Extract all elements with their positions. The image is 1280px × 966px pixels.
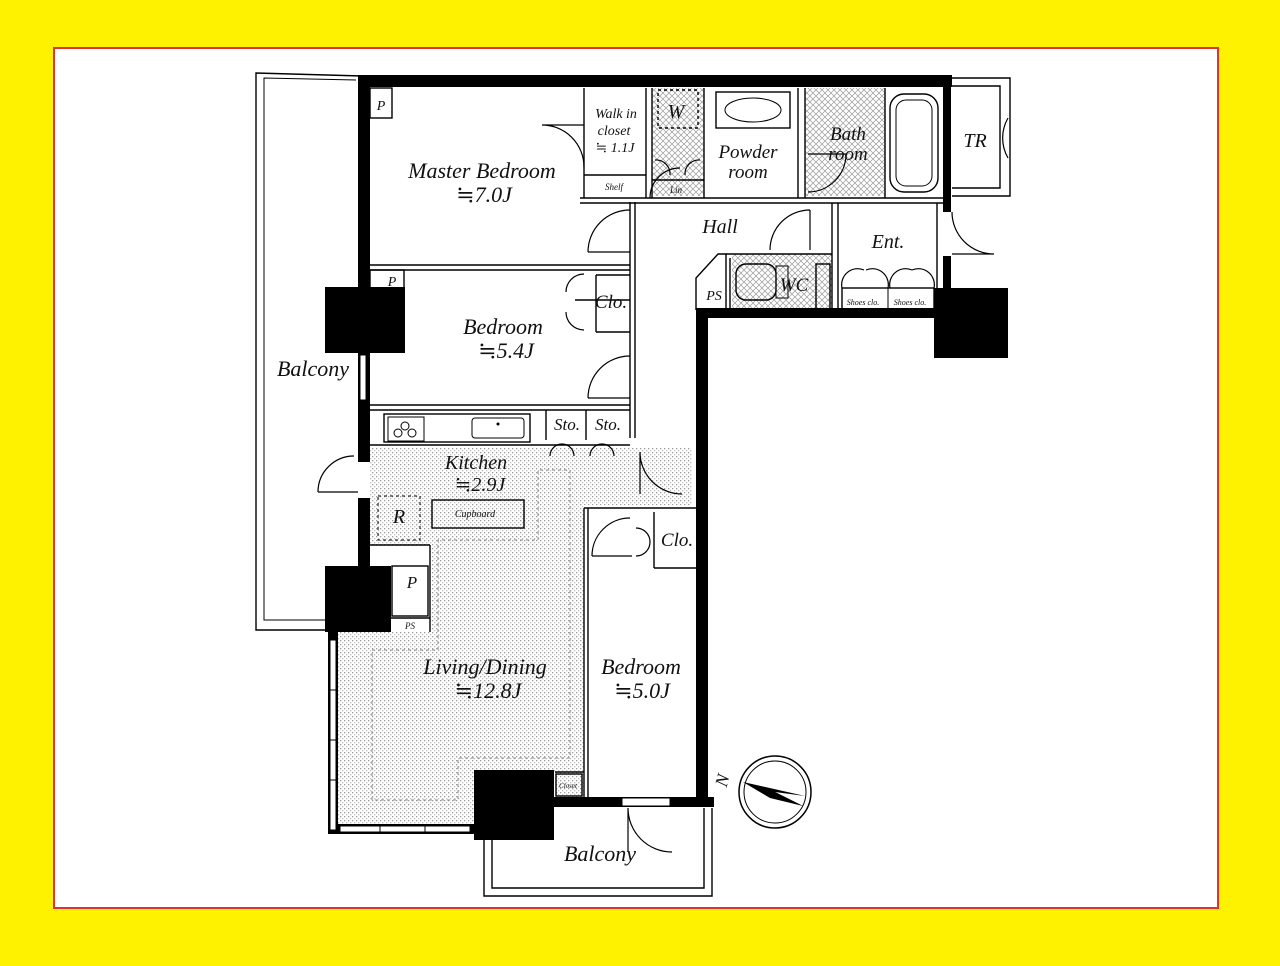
living-dining-label: Living/Dining (422, 654, 546, 679)
closet-living-label: Closet (559, 782, 578, 790)
pipe-master-label: P (376, 99, 386, 114)
wet-area-tiles (652, 88, 885, 314)
shoes-closet-2-label: Shoes clo. (894, 298, 926, 307)
bedroom-2-size: ≒5.0J (614, 678, 671, 703)
pipe-bedroom-label: P (387, 275, 397, 290)
storage-2-label: Sto. (595, 415, 621, 434)
pipe-boxes (369, 87, 583, 797)
shelf-label: Shelf (605, 182, 624, 192)
closet-bedroom-1-label: Clo. (595, 292, 627, 313)
balcony-south-label: Balcony (564, 841, 636, 866)
master-bedroom-size: ≒7.0J (456, 182, 513, 207)
living-windows (329, 354, 471, 833)
refrigerator-label: R (392, 506, 405, 528)
wc-label: WC (780, 275, 809, 296)
kitchen-label: Kitchen (444, 452, 507, 474)
bath-fixtures (584, 89, 939, 311)
closet-bedroom-2-label: Clo. (661, 530, 693, 551)
kitchen-size: ≒2.9J (455, 474, 507, 496)
partitions (370, 88, 945, 800)
living-dining-size: ≒12.8J (455, 678, 523, 703)
ps-living-label: PS (404, 621, 415, 631)
pipe-living-label: P (406, 573, 417, 592)
walk-in-closet-label-2: closet (598, 124, 632, 139)
balcony-west (255, 72, 363, 631)
doors (317, 117, 1009, 853)
storage-1-label: Sto. (554, 415, 580, 434)
walk-in-closet-label-1: Walk in (595, 107, 637, 122)
bath-room-label-1: Bath (830, 124, 866, 145)
floor-hatch (338, 448, 692, 830)
linen-label: Lin (669, 185, 683, 195)
master-bedroom-label: Master Bedroom (407, 158, 556, 183)
compass (738, 755, 812, 829)
shoes-closet-1-label: Shoes clo. (847, 298, 879, 307)
kitchen-counter (383, 413, 531, 443)
entrance-label: Ent. (871, 231, 905, 253)
walk-in-closet-size: ≒ 1.1J (596, 141, 636, 156)
powder-room-label-1: Powder (717, 142, 778, 163)
bath-room-label-2: room (828, 144, 867, 165)
bedroom-1-label: Bedroom (463, 314, 543, 339)
outer-structures (483, 77, 1011, 897)
ps-hall-label: PS (705, 289, 722, 304)
trunk-room-label: TR (963, 130, 986, 152)
hall-label: Hall (701, 216, 738, 238)
washer-label: W (668, 101, 687, 123)
powder-room-label-2: room (728, 162, 767, 183)
bedroom-2-label: Bedroom (601, 654, 681, 679)
balcony-west-label: Balcony (277, 356, 349, 381)
compass-north-label: N (711, 771, 734, 790)
kitchen-fixtures (377, 495, 525, 541)
cupboard-label: Cupboard (455, 509, 496, 520)
bedroom-1-size: ≒5.4J (478, 338, 535, 363)
